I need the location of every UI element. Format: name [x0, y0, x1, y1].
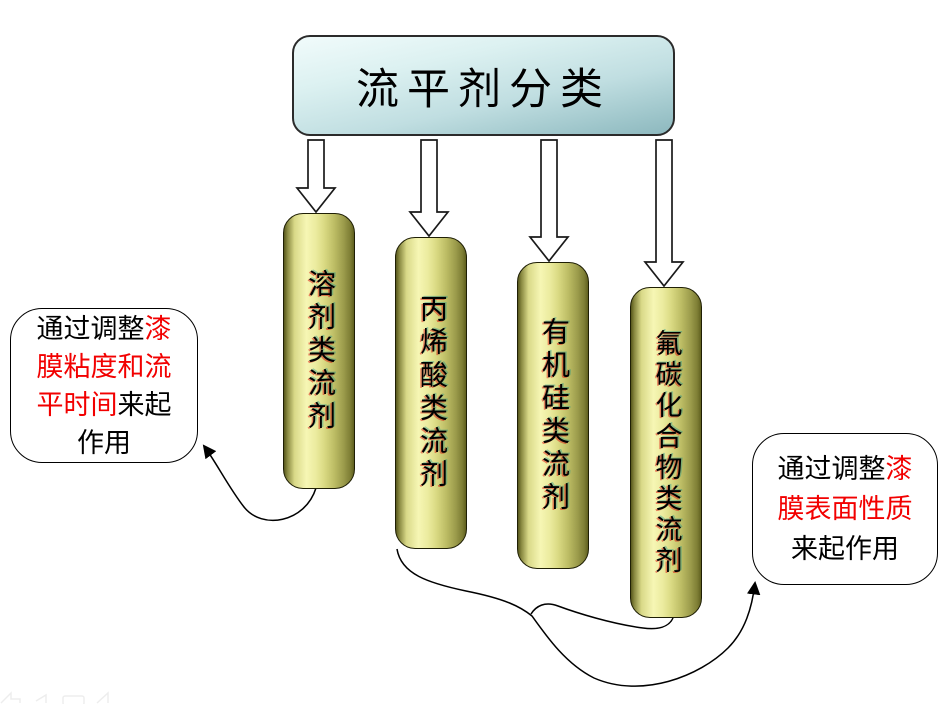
callout-right-text: 通过调整漆膜表面性质来起作用	[776, 449, 914, 569]
watermark-navigation-icons	[0, 691, 109, 704]
connector-fluorocarbon-branch	[530, 603, 674, 630]
callout-right-suffix: 来起作用	[791, 534, 899, 564]
callout-left-text: 通过调整漆膜粘度和流平时间来起作用	[35, 310, 173, 462]
title-box: 流平剂分类	[292, 35, 675, 136]
cylinder-label: 溶剂类流剂	[304, 268, 335, 434]
callout-left-suffix: 来起作用	[77, 389, 172, 458]
page-title: 流平剂分类	[356, 66, 611, 114]
connector-cylinders-to-right-callout	[396, 548, 761, 687]
callout-right-surface-note: 通过调整漆膜表面性质来起作用	[752, 433, 938, 585]
down-block-arrow-4	[643, 139, 685, 288]
callout-left-highlight: 漆膜粘度和流平时间	[36, 313, 172, 420]
cylinder-silicone-leveling-agent: 有机硅类流剂	[517, 262, 589, 569]
callout-right-highlight: 漆膜表面性质	[777, 454, 913, 524]
watermark-forward-arrow-icon	[35, 693, 47, 703]
cylinder-label: 有机硅类流剂	[538, 316, 569, 515]
cylinder-solvent-leveling-agent: 溶剂类流剂	[283, 213, 355, 489]
connector-solvent-to-left-callout	[202, 444, 317, 522]
callout-left-viscosity-note: 通过调整漆膜粘度和流平时间来起作用	[10, 308, 198, 463]
callout-right-prefix: 通过调整	[777, 454, 886, 484]
watermark-back-arrow-icon	[0, 691, 21, 704]
cylinder-acrylic-leveling-agent: 丙烯酸类流剂	[395, 237, 467, 549]
cylinder-fluorocarbon-leveling-agent: 氟碳化合物类流剂	[630, 287, 702, 618]
watermark-page-icon	[62, 695, 85, 704]
watermark-corner-arrow-icon	[96, 691, 109, 704]
down-block-arrow-2	[408, 139, 450, 238]
down-block-arrow-1	[295, 139, 337, 214]
down-block-arrow-3	[528, 139, 570, 263]
cylinder-label: 氟碳化合物类流剂	[651, 328, 682, 577]
callout-left-prefix: 通过调整	[36, 313, 145, 344]
cylinder-label: 丙烯酸类流剂	[416, 294, 447, 492]
